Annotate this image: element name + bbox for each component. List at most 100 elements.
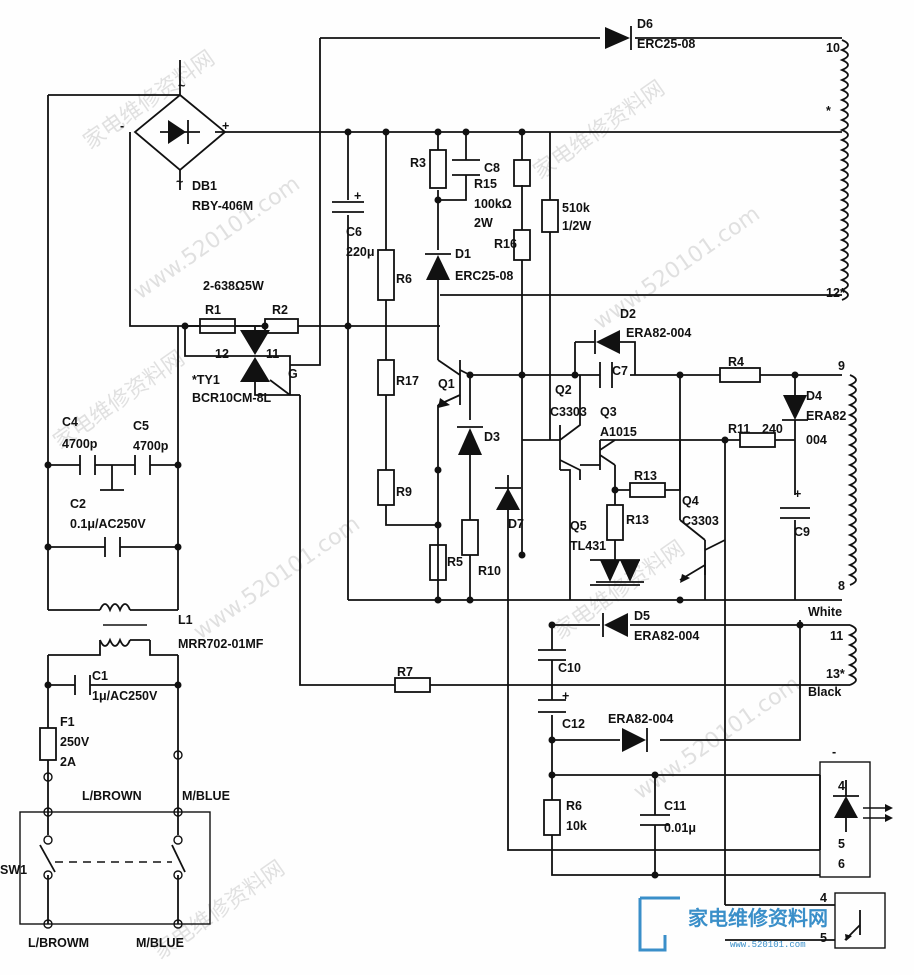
transistor-q1 (437, 359, 471, 408)
capacitor-c11 (640, 814, 670, 826)
m-blue-bottom: M/BLUE (136, 936, 184, 950)
resistor-r5 (429, 544, 447, 581)
r3-ref: R3 (410, 156, 426, 170)
logo-text: 家电维修资料网 (688, 906, 828, 930)
transistor-q4 (679, 519, 726, 583)
r5-ref: R5 (447, 555, 463, 569)
tx-pin11: 11 (830, 629, 843, 643)
m-blue-top: M/BLUE (182, 789, 230, 803)
f1-rating: 2A (60, 755, 76, 769)
c9-pol: + (794, 487, 801, 501)
r15-rating: 2W (474, 216, 493, 230)
d-c12-part: ERA82-004 (608, 712, 673, 726)
d2-ref: D2 (620, 307, 636, 321)
capacitor-c6 (332, 201, 364, 213)
r10-ref: R10 (478, 564, 501, 578)
d6-part: ERC25-08 (637, 37, 695, 51)
r510k-rating: 1/2W (562, 219, 591, 233)
q1-ref: Q1 (438, 377, 455, 391)
c2-ref: C2 (70, 497, 86, 511)
tx-white: White (808, 605, 842, 619)
d5-ref: D5 (634, 609, 650, 623)
resistor-r6 (377, 249, 395, 301)
transistor-q2 (522, 375, 581, 480)
r4-ref: R4 (728, 355, 744, 369)
r15-value: 100kΩ (474, 197, 512, 211)
diode-d7 (495, 487, 521, 510)
watermark-4: www.520101.com (589, 201, 765, 334)
f1-value: 250V (60, 735, 90, 749)
r7-ref: R7 (397, 665, 413, 679)
d4-part: ERA82 (806, 409, 846, 423)
tx-pin13: 13* (826, 667, 845, 681)
c1-ref: C1 (92, 669, 108, 683)
conn-pin6: 6 (838, 857, 845, 871)
resistor-r3 (429, 149, 447, 189)
q3-ref: Q3 (600, 405, 617, 419)
l1-ref: L1 (178, 613, 193, 627)
resistor-r6-10k (543, 799, 561, 836)
shunt-regulator-q5 (596, 560, 644, 583)
ty1-ref: *TY1 (192, 373, 220, 387)
db1-part: RBY-406M (192, 199, 253, 213)
d1-part: ERC25-08 (455, 269, 513, 283)
q3-part: A1015 (600, 425, 637, 439)
c8-ref: C8 (484, 161, 500, 175)
l1-part: MRR702-01MF (178, 637, 264, 651)
resistor-r16 (513, 229, 531, 261)
diode-d2 (594, 330, 620, 354)
c5-ref: C5 (133, 419, 149, 433)
c5-value: 4700p (133, 439, 169, 453)
d7-ref: D7 (508, 517, 524, 531)
logo-url: www.520101.com (730, 940, 806, 950)
resistor-r11 (739, 432, 776, 448)
capacitor-c10 (538, 649, 566, 661)
d3-ref: D3 (484, 430, 500, 444)
diode-d5 (602, 613, 628, 637)
r2-ref: R2 (272, 303, 288, 317)
r6-top-ref: R6 (396, 272, 412, 286)
d2-part: ERA82-004 (626, 326, 691, 340)
r9-ref: R9 (396, 485, 412, 499)
watermark-1: 家电维修资料网 (79, 46, 220, 155)
c7-ref: C7 (612, 364, 628, 378)
c12-pol: + (562, 689, 569, 703)
r1-r2-rating: 2-638Ω5W (203, 279, 264, 293)
c11-ref: C11 (664, 799, 686, 813)
site-logo: 家电维修资料网 www.520101.com (638, 896, 828, 952)
conn-minus: - (832, 745, 836, 759)
c1-value: 1μ/AC250V (92, 689, 158, 703)
triac-ty1 (184, 326, 291, 396)
q5-ref: Q5 (570, 519, 587, 533)
db1-ac1: ~ (178, 79, 185, 93)
terminals (43, 750, 183, 929)
resistor-r13-horizontal (629, 482, 666, 498)
r13a-ref: R13 (634, 469, 657, 483)
tx-black: Black (808, 685, 841, 699)
capacitor-c12 (538, 699, 566, 713)
r11-value: 240 (762, 422, 783, 436)
diode-d4 (782, 395, 808, 421)
conn-pin5: 5 (838, 837, 845, 851)
r15-ref: R15 (474, 177, 497, 191)
c12-ref: C12 (562, 717, 585, 731)
tx-pin8: 8 (838, 579, 845, 593)
transistor-q3 (580, 439, 616, 470)
opto-pin4: 4 (820, 891, 827, 905)
c6-value: 220μ (346, 245, 375, 259)
r1-ref: R1 (205, 303, 221, 317)
resistor-r13-vertical (606, 504, 624, 541)
c6-pol: + (354, 189, 361, 203)
db1-ref: DB1 (192, 179, 217, 193)
c9-ref: C9 (794, 525, 810, 539)
resistor-r4 (719, 367, 761, 383)
diode-d1 (425, 253, 451, 280)
c4-ref: C4 (62, 415, 78, 429)
resistor-r10 (461, 519, 479, 556)
q4-part: C3303 (682, 514, 719, 528)
l-brown-top: L/BROWN (82, 789, 142, 803)
conn-pin4: 4 (838, 779, 845, 793)
ty1-pin11: 11 (266, 347, 279, 361)
